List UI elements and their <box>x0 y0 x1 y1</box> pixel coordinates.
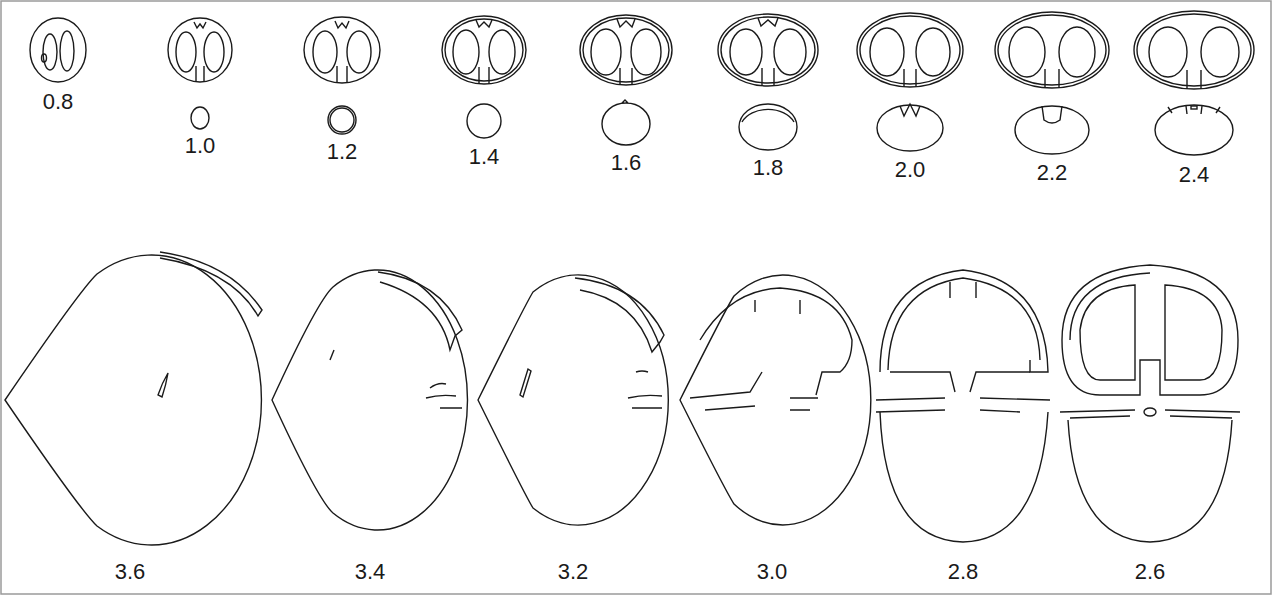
section-depth-label: 2.2 <box>1037 162 1068 184</box>
section-depth-label: 1.0 <box>185 135 216 157</box>
section-depth-label: 3.0 <box>757 561 788 583</box>
section-depth-label: 1.6 <box>611 152 642 174</box>
section-depth-label: 3.2 <box>558 561 589 583</box>
section-depth-label: 2.4 <box>1179 164 1210 186</box>
section-depth-label: 2.8 <box>948 561 979 583</box>
section-depth-label: 0.8 <box>43 91 74 113</box>
section-depth-label: 3.6 <box>115 561 146 583</box>
section-depth-label: 3.4 <box>355 561 386 583</box>
section-depth-label: 1.2 <box>327 141 358 163</box>
section-depth-label: 1.8 <box>753 157 784 179</box>
section-depth-label: 2.6 <box>1135 561 1166 583</box>
section-depth-label: 2.0 <box>895 159 926 181</box>
section-depth-label: 1.4 <box>469 146 500 168</box>
